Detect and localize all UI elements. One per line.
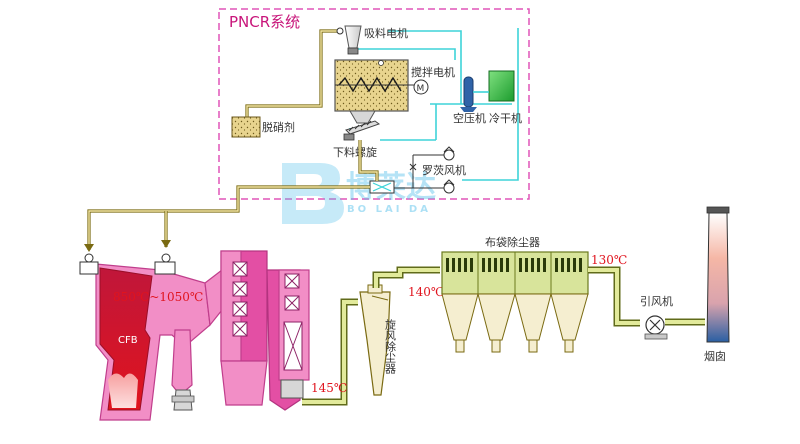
- suction-hopper: [344, 25, 362, 49]
- chimney: [706, 206, 730, 343]
- ejector: [358, 140, 413, 194]
- pncr-system-title: PNCR系统: [229, 13, 300, 31]
- cyclone-label: 旋风除尘器: [384, 318, 397, 375]
- induced-fan: [644, 315, 668, 340]
- watermark-logo: [282, 163, 344, 224]
- denitrifier-label: 脱硝剂: [262, 120, 295, 134]
- air-compressor-label: 空压机: [453, 111, 486, 125]
- suction-motor-label: 吸料电机: [364, 26, 408, 40]
- signal-lines: [349, 28, 519, 181]
- bag-filter: [441, 251, 589, 353]
- cold-dryer-label: 冷干机: [489, 111, 522, 125]
- air-compressor: [463, 76, 474, 108]
- bag-filter-label: 布袋除尘器: [485, 235, 540, 249]
- roots-blower-label: 罗茨风机: [422, 163, 466, 177]
- boiler-exit-temp: 145℃: [311, 381, 347, 395]
- roots-blower-lower: [409, 155, 455, 194]
- cyclone-separator: [359, 284, 391, 396]
- mixer-motor: [413, 79, 429, 95]
- mixing-tank-cone: [349, 110, 376, 124]
- induced-fan-label: 引风机: [640, 294, 673, 308]
- cfb-label: CFB: [118, 335, 138, 346]
- svg-text:M: M: [417, 84, 425, 94]
- feed-pipe: [245, 29, 337, 117]
- roots-blower-upper: [413, 146, 455, 161]
- cold-dryer: [488, 70, 515, 102]
- mixer-motor-label: 搅拌电机: [411, 65, 455, 79]
- screw-feeder: [345, 120, 381, 135]
- denitrifier-bin: [231, 116, 261, 138]
- cyclone-exit-temp: 140℃: [408, 285, 444, 299]
- screw-feeder-label: 下料螺旋: [333, 145, 377, 159]
- bag-exit-temp: 130℃: [591, 253, 627, 267]
- chimney-label: 烟囱: [704, 349, 726, 363]
- furnace-temp: 850℃~1050℃: [113, 290, 203, 304]
- gas-duct-bag-fan: [588, 266, 640, 327]
- heat-exchanger-boxes: [232, 261, 303, 371]
- cfb-boiler: [79, 261, 211, 421]
- watermark-sub: BO LAI DA: [347, 204, 431, 215]
- pncr-system-box: [218, 8, 530, 200]
